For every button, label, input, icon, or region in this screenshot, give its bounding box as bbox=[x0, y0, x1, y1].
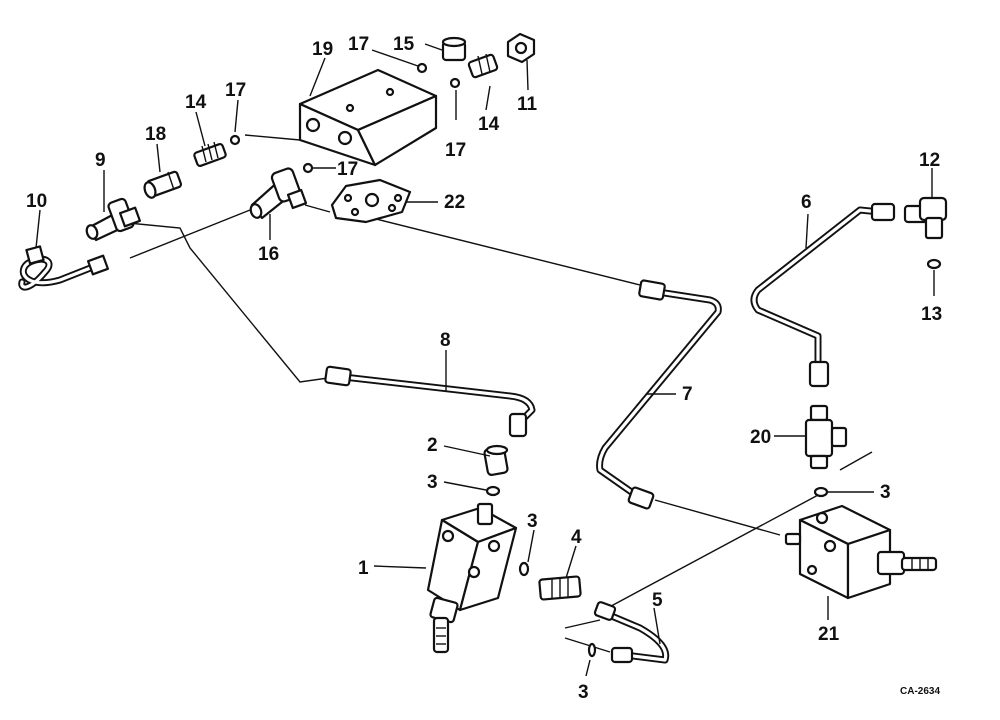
o-rings-17 bbox=[229, 62, 461, 174]
valve-block-1 bbox=[426, 502, 518, 654]
o-ring-13 bbox=[926, 258, 942, 270]
callout-21: 21 bbox=[818, 624, 840, 645]
valve-block-21 bbox=[784, 504, 938, 600]
tube-10-coil bbox=[18, 245, 110, 291]
adapter-18 bbox=[143, 170, 183, 199]
tube-7 bbox=[596, 279, 722, 510]
tube-8 bbox=[324, 365, 536, 438]
callout-3-c: 3 bbox=[880, 482, 891, 503]
fitting-9 bbox=[85, 197, 142, 242]
gasket-22 bbox=[330, 178, 412, 224]
callout-4: 4 bbox=[571, 527, 582, 548]
callout-15: 15 bbox=[393, 34, 415, 55]
tee-fitting-16 bbox=[249, 167, 308, 220]
callout-17-d: 17 bbox=[337, 159, 358, 180]
callout-2: 2 bbox=[427, 435, 438, 456]
callout-17-c: 17 bbox=[445, 140, 466, 161]
connector-14-top bbox=[467, 53, 499, 79]
callout-22: 22 bbox=[444, 192, 465, 213]
callout-3-a: 3 bbox=[427, 472, 438, 493]
callout-17-b: 17 bbox=[225, 80, 246, 101]
tube-6 bbox=[750, 202, 896, 388]
callout-labels: 1 2 3 3 3 3 4 5 6 7 8 9 10 11 12 13 14 1… bbox=[26, 34, 942, 703]
callout-18: 18 bbox=[145, 124, 166, 145]
callout-6: 6 bbox=[801, 192, 812, 213]
tube-5 bbox=[593, 601, 670, 664]
manifold-block-19 bbox=[244, 68, 438, 167]
callout-12: 12 bbox=[919, 150, 940, 171]
callout-19: 19 bbox=[312, 39, 333, 60]
callout-14-b: 14 bbox=[478, 114, 500, 135]
plug-15 bbox=[441, 36, 467, 62]
callout-14-a: 14 bbox=[185, 92, 207, 113]
figure-code: CA-2634 bbox=[900, 686, 940, 697]
callout-9: 9 bbox=[95, 150, 106, 171]
tee-fitting-20 bbox=[804, 404, 848, 470]
callout-11: 11 bbox=[517, 94, 538, 115]
callout-8: 8 bbox=[440, 330, 451, 351]
callout-3-b: 3 bbox=[527, 511, 538, 532]
connector-14-left bbox=[193, 141, 227, 167]
callout-10: 10 bbox=[26, 191, 47, 212]
callout-7: 7 bbox=[682, 384, 693, 405]
callout-17-a: 17 bbox=[348, 34, 369, 55]
callout-1: 1 bbox=[358, 558, 369, 579]
nut-11 bbox=[506, 32, 536, 64]
o-rings-3 bbox=[485, 485, 829, 658]
leader-lines bbox=[35, 43, 935, 677]
elbow-12 bbox=[903, 196, 948, 240]
adapter-2 bbox=[483, 444, 509, 477]
callout-3-d: 3 bbox=[578, 682, 589, 703]
callout-13: 13 bbox=[921, 304, 942, 325]
connector-4 bbox=[538, 575, 582, 601]
callout-20: 20 bbox=[750, 427, 771, 448]
callout-16: 16 bbox=[258, 244, 279, 265]
connection-lines bbox=[117, 204, 873, 653]
callout-5: 5 bbox=[652, 590, 663, 611]
